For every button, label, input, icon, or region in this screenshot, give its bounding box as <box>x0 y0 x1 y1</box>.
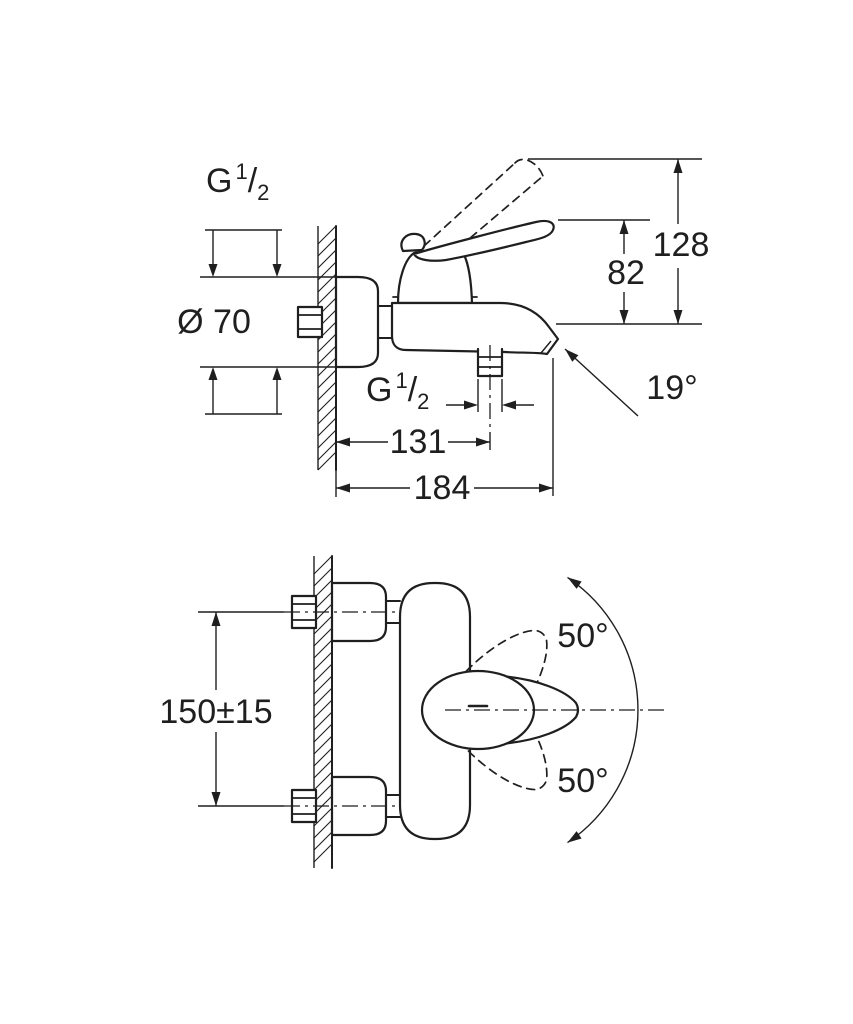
arrowhead-up <box>619 220 629 234</box>
dim-height-lever: 82 <box>558 219 650 324</box>
dim-spout-angle: 19° <box>564 348 698 417</box>
dim-wall-to-spout: 184 <box>336 358 554 507</box>
inlet-nut-facets <box>292 603 316 621</box>
escutcheon <box>330 581 388 643</box>
swivel-down-value: 50° <box>557 762 608 800</box>
faucet-side <box>296 219 560 430</box>
height-82-value: 82 <box>607 254 645 292</box>
spout-aerator-line <box>540 340 552 354</box>
extension-line <box>200 276 336 368</box>
arrowhead-right <box>464 400 478 410</box>
arrowhead-up <box>272 367 282 380</box>
inlet-nut <box>296 305 324 339</box>
wall-hatch <box>317 225 337 471</box>
thread-slash: / <box>408 371 418 409</box>
connection-neck <box>385 600 401 624</box>
arrowhead-down <box>211 792 221 806</box>
wall-section <box>317 225 337 497</box>
thread-numerator: 1 <box>395 368 407 393</box>
height-128-value: 128 <box>653 226 710 264</box>
thread-base: G <box>206 162 232 200</box>
dim-131-value: 131 <box>390 423 447 461</box>
dim-184-value: 184 <box>414 469 471 507</box>
dim-wall-to-outlet: 131 <box>336 423 491 461</box>
arrowhead-down <box>673 310 683 324</box>
connection-neck <box>385 794 401 818</box>
supply-fitting-bottom <box>290 775 401 837</box>
arrowhead-right <box>539 483 553 493</box>
arrowhead-left <box>502 400 516 410</box>
extension-line <box>198 611 284 807</box>
arrowhead-up <box>673 159 683 173</box>
thread-numerator: 1 <box>235 159 247 184</box>
s-union-pipe <box>377 305 393 339</box>
centerlines <box>284 611 668 807</box>
spout-swivel-up-dashed <box>465 629 548 716</box>
thread-denominator: 2 <box>257 180 269 205</box>
lever-handle <box>412 219 555 262</box>
arrowhead-left <box>336 483 350 493</box>
thread-denominator: 2 <box>417 389 429 414</box>
inlet-nut-facets <box>298 314 322 330</box>
escutcheon <box>334 275 380 369</box>
escutcheon <box>330 775 388 837</box>
arrowhead-down <box>272 264 282 277</box>
arrowhead-arc-bottom <box>567 831 582 843</box>
swivel-up-value: 50° <box>557 617 608 655</box>
supply-fitting-top <box>290 581 401 643</box>
arrowhead-right <box>476 437 490 447</box>
dim-escutcheon-diameter: Ø 70 <box>177 230 336 414</box>
arrowhead-up <box>211 612 221 626</box>
dim-line-stubs <box>212 230 278 414</box>
angle-leader-line <box>564 348 639 417</box>
wall-hatch <box>313 555 333 863</box>
arrowhead-arc-top <box>567 577 582 589</box>
diameter-value: Ø 70 <box>177 303 251 341</box>
thread-slash: / <box>248 162 258 200</box>
arrowhead-down <box>208 264 218 277</box>
dim-swivel-angles: 50° 50° <box>557 576 639 844</box>
faucet-body-spout <box>390 301 560 356</box>
extension-line <box>477 379 503 412</box>
dim-150-value: 150±15 <box>159 693 272 731</box>
arrowhead-left <box>336 437 350 447</box>
plan-view: 150±15 50° 50° <box>159 555 668 869</box>
raised-lever-edge <box>423 162 516 247</box>
dim-height-raised-lever: 128 <box>528 158 710 325</box>
arrowhead-down <box>619 310 629 324</box>
spout-angle-value: 19° <box>646 369 697 407</box>
spout-swivel-down-dashed <box>465 704 548 791</box>
thread-base: G <box>366 371 392 409</box>
swivel-arc <box>567 576 639 844</box>
arrowhead <box>565 349 579 362</box>
inlet-nut-facets <box>292 797 316 815</box>
dim-mounting-distance: 150±15 <box>159 611 284 807</box>
arrowhead-up <box>208 367 218 380</box>
lever-knob <box>400 232 426 253</box>
faucet-plan <box>398 581 580 841</box>
raised-lever-tip <box>514 158 544 177</box>
